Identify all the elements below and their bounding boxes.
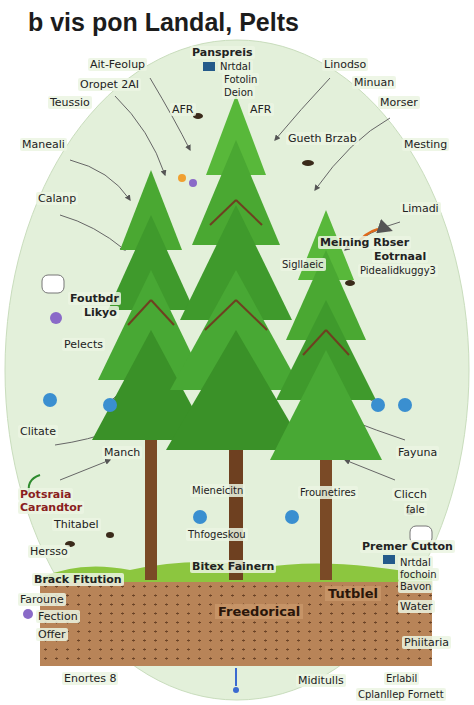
ecosystem-label: Enortes 8: [62, 672, 118, 685]
ecosystem-label: AFR: [248, 103, 274, 116]
ecosystem-label: Maneali: [20, 138, 67, 151]
ecosystem-label: Oropet 2AI: [78, 78, 141, 91]
ecosystem-label: Erlabil: [384, 672, 419, 685]
ecosystem-label: Sigllaeic: [280, 258, 326, 271]
ecosystem-label: AFR: [170, 103, 196, 116]
ecosystem-label: Premer Cutton: [360, 540, 455, 553]
ecosystem-label: Clicch: [392, 488, 429, 501]
ecosystem-label: Bavon: [398, 580, 433, 593]
ecosystem-label: Potsraia: [18, 488, 73, 501]
ecosystem-label: Nrtdal: [218, 60, 253, 73]
ecosystem-label: Fection: [36, 610, 80, 623]
ecosystem-label: Water: [398, 600, 435, 613]
ecosystem-label: Foutbdr: [68, 292, 121, 305]
ecosystem-label: Pidealidkuggy3: [358, 264, 438, 277]
ecosystem-label: Fayuna: [396, 446, 439, 459]
ecosystem-label: Calanp: [36, 192, 78, 205]
ecosystem-label: Miditulls: [296, 674, 346, 687]
ecosystem-label: Deion: [222, 86, 255, 99]
ecosystem-label: Brack Fitution: [32, 573, 124, 586]
ecosystem-label: Clitate: [18, 425, 58, 438]
ecosystem-label: Carandtor: [18, 501, 84, 514]
ecosystem-label: fale: [404, 503, 427, 516]
ecosystem-label: Pelects: [62, 338, 105, 351]
ecosystem-label: Morser: [378, 96, 420, 109]
ecosystem-label: Thfogeskou: [186, 528, 248, 541]
ecosystem-label: Gueth Brzab: [286, 132, 359, 145]
ecosystem-label: Ait-Feolup: [88, 58, 147, 71]
ecosystem-label: Meining Rbser: [318, 236, 411, 249]
ecosystem-label: Thitabel: [52, 518, 101, 531]
ecosystem-label: Teussio: [48, 96, 92, 109]
ecosystem-label: Likyo: [82, 306, 119, 319]
ecosystem-label: Cplanllep Fornett: [356, 688, 446, 701]
ecosystem-label: Eotrnaal: [372, 250, 428, 263]
ecosystem-label: Faroune: [18, 593, 66, 606]
ecosystem-label: Frounetires: [298, 486, 358, 499]
ecosystem-label: Minuan: [352, 76, 396, 89]
ecosystem-label: Mesting: [402, 138, 449, 151]
ecosystem-label: Fotolin: [222, 73, 259, 86]
soil-band: Freedorical Tutblel: [40, 582, 432, 666]
ecosystem-label: Bitex Fainern: [190, 560, 276, 573]
ecosystem-label: Panspreis: [190, 46, 255, 59]
diagram-title: b vis pon Landal, Pelts: [28, 8, 299, 37]
ecosystem-label: Offer: [36, 628, 68, 641]
ecosystem-label: Mieneicitn: [190, 484, 245, 497]
ecosystem-label: Limadi: [400, 202, 441, 215]
ecosystem-label: Manch: [102, 446, 142, 459]
soil-label: Freedorical: [215, 604, 303, 619]
ecosystem-label: Linodso: [322, 58, 368, 71]
ecosystem-label: Hersso: [28, 545, 70, 558]
ecosystem-label: Phiitaria: [402, 636, 451, 649]
soil-label: Tutblel: [325, 586, 381, 601]
